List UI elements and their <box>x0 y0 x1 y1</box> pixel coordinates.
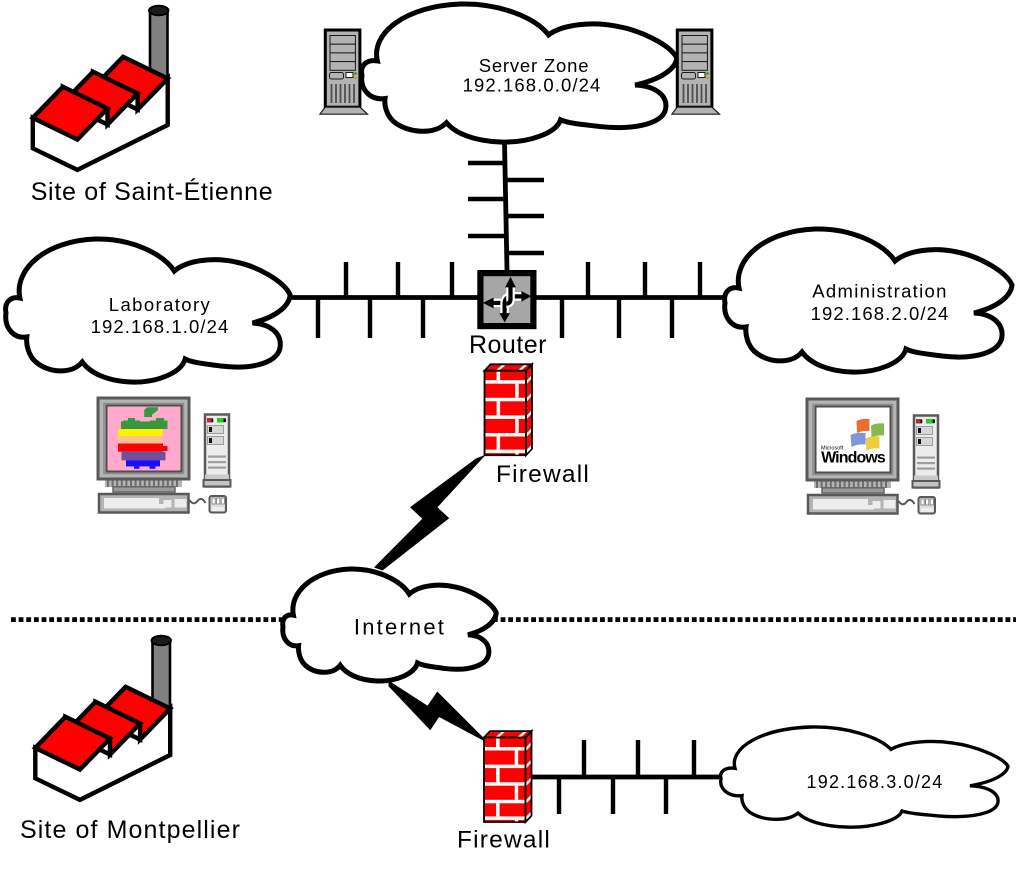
svg-text:Firewall: Firewall <box>457 827 551 854</box>
svg-text:Microsoft: Microsoft <box>821 446 844 452</box>
svg-text:Administration: Administration <box>812 281 947 302</box>
svg-text:Internet: Internet <box>354 615 446 640</box>
svg-text:Server Zone: Server Zone <box>479 55 590 76</box>
svg-text:192.168.1.0/24: 192.168.1.0/24 <box>91 316 230 337</box>
svg-text:Site of Saint-Étienne: Site of Saint-Étienne <box>31 177 274 206</box>
svg-text:Windows: Windows <box>821 450 886 467</box>
svg-text:192.168.2.0/24: 192.168.2.0/24 <box>811 303 950 324</box>
svg-text:Router: Router <box>469 331 547 359</box>
svg-text:Laboratory: Laboratory <box>109 294 211 315</box>
svg-text:Firewall: Firewall <box>496 461 590 488</box>
svg-text:192.168.0.0/24: 192.168.0.0/24 <box>463 75 602 96</box>
svg-text:Site of Montpellier: Site of Montpellier <box>20 816 241 844</box>
svg-text:192.168.3.0/24: 192.168.3.0/24 <box>807 772 944 792</box>
